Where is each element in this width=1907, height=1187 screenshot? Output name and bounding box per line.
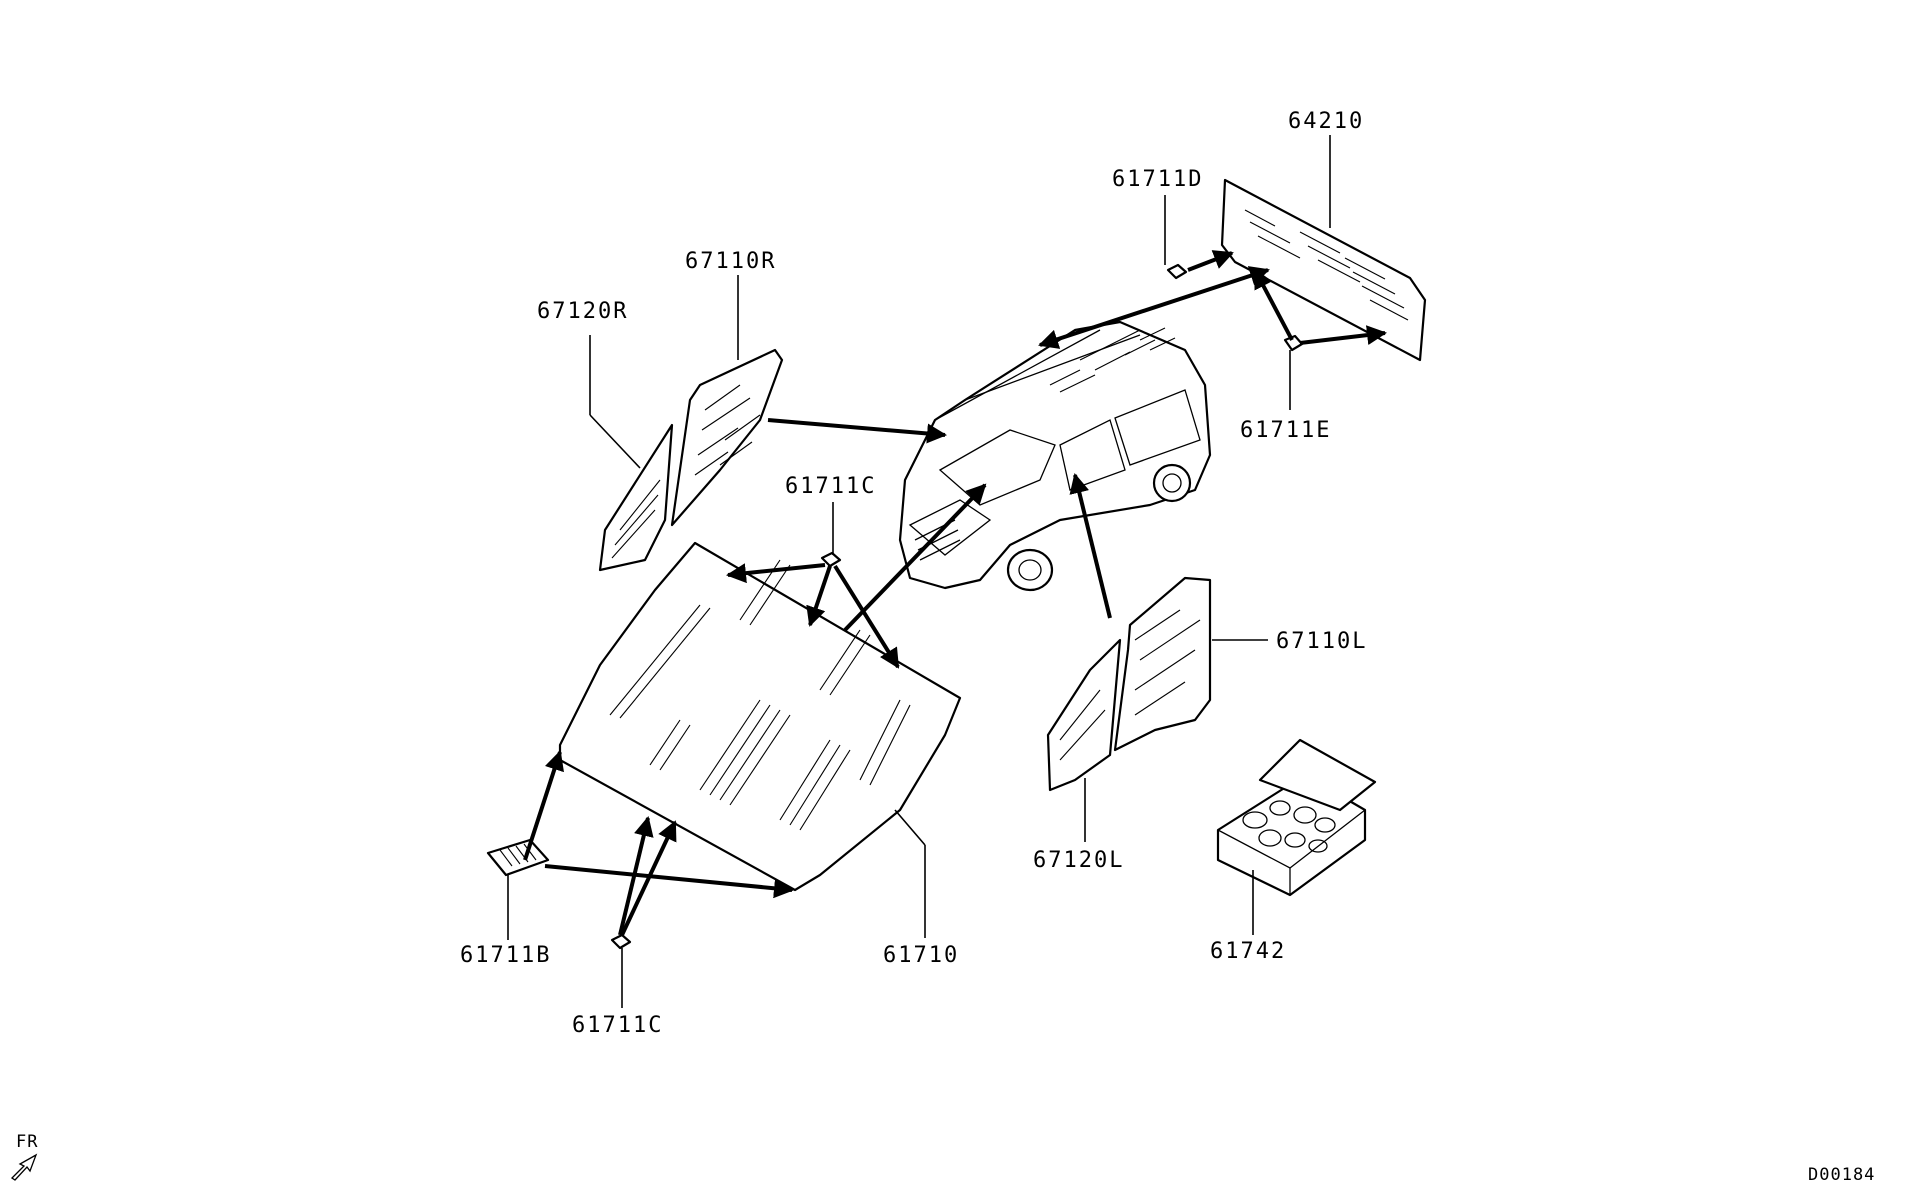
label-64210: 64210 xyxy=(1288,109,1364,134)
label-61742: 61742 xyxy=(1210,939,1286,964)
label-67110R: 67110R xyxy=(685,249,776,274)
windshield-glass xyxy=(558,541,962,892)
label-61711E: 61711E xyxy=(1240,418,1331,443)
label-67110L: 67110L xyxy=(1276,629,1367,654)
bracket-61711B xyxy=(486,838,550,877)
front-orientation-indicator: FR xyxy=(10,1132,38,1181)
clip-kit-box xyxy=(1216,738,1377,897)
clip-61711D xyxy=(1166,263,1188,280)
label-67120L: 67120L xyxy=(1033,848,1124,873)
clip-61711E xyxy=(1283,334,1304,352)
diagram-code: D00184 xyxy=(1808,1165,1875,1185)
clip-61711C-bottom xyxy=(610,933,632,950)
quarter-glass-right xyxy=(598,423,674,572)
label-67120R: 67120R xyxy=(537,299,628,324)
front-arrow-icon xyxy=(10,1153,38,1181)
rear-window-glass xyxy=(1220,178,1427,362)
front-door-glass-left xyxy=(1113,576,1212,752)
leader-lines xyxy=(507,135,1331,1008)
front-door-glass-right xyxy=(670,348,784,527)
label-61711B: 61711B xyxy=(460,943,551,968)
quarter-glass-left xyxy=(1046,638,1122,792)
label-61711C-top: 61711C xyxy=(785,474,876,499)
label-61711D: 61711D xyxy=(1112,167,1203,192)
orientation-label: FR xyxy=(16,1132,38,1152)
label-61710: 61710 xyxy=(883,943,959,968)
clip-61711C-top xyxy=(820,551,842,568)
van-illustration xyxy=(898,320,1212,592)
assembly-arrows xyxy=(523,250,1387,936)
label-61711C-bottom: 61711C xyxy=(572,1013,663,1038)
